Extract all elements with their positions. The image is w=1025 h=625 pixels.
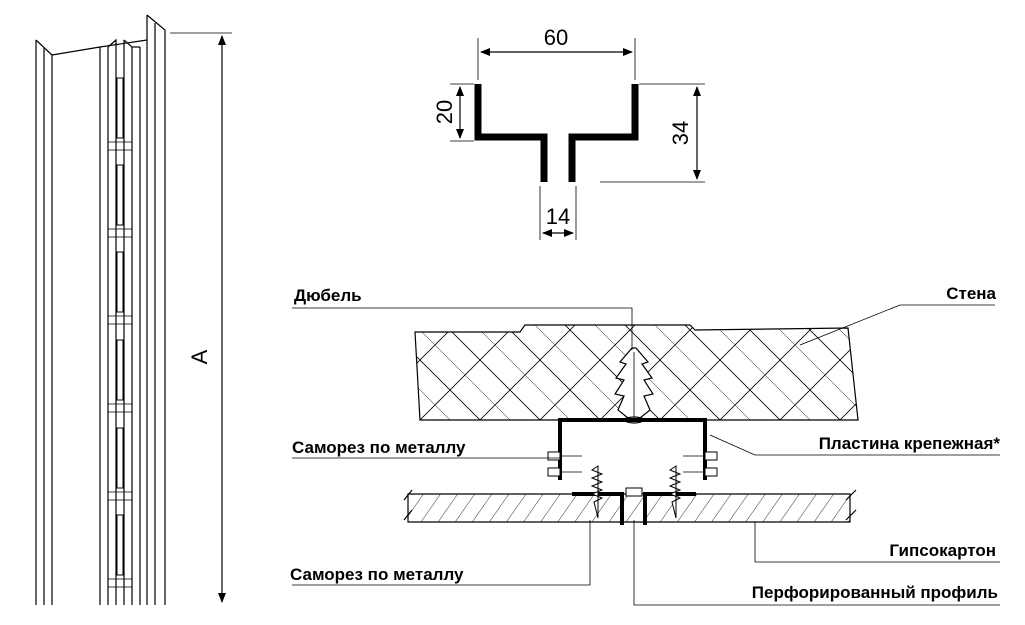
perforation-slot [116,251,124,313]
slot-width-dimension: 14 [546,204,570,229]
drywall-board [407,493,851,523]
perforation-slot [116,514,124,576]
mounting-plate [558,418,707,480]
profile-cross-section: 60 20 34 14 [432,25,705,240]
callout-drywall: Гипсокартон [889,541,996,560]
flange-height-dimension: 20 [432,100,457,124]
callout-screw-bottom: Саморез по металлу [290,565,464,584]
perforation-slot [116,164,124,226]
perforation-slots [108,77,132,588]
plate-screws [547,451,718,477]
profile-elevation [35,14,166,605]
callout-wall: Стена [946,284,996,303]
perforation-slot [116,339,124,401]
callout-screw-top: Саморез по металлу [292,438,466,457]
drywall-screws [590,465,682,519]
callout-profile: Перфорированный профиль [752,583,998,602]
width-dimension: 60 [544,25,568,50]
length-dimension: A [170,32,232,603]
callout-leaders [292,304,1000,606]
length-label: A [187,349,212,364]
perforated-profile [572,492,696,525]
callout-plate: Пластина крепежная* [819,434,1001,453]
callout-dowel: Дюбель [294,286,362,305]
installation-section [403,324,859,525]
perforation-slot [116,427,124,489]
perforation-slot [116,77,124,139]
total-height-dimension: 34 [668,121,693,145]
